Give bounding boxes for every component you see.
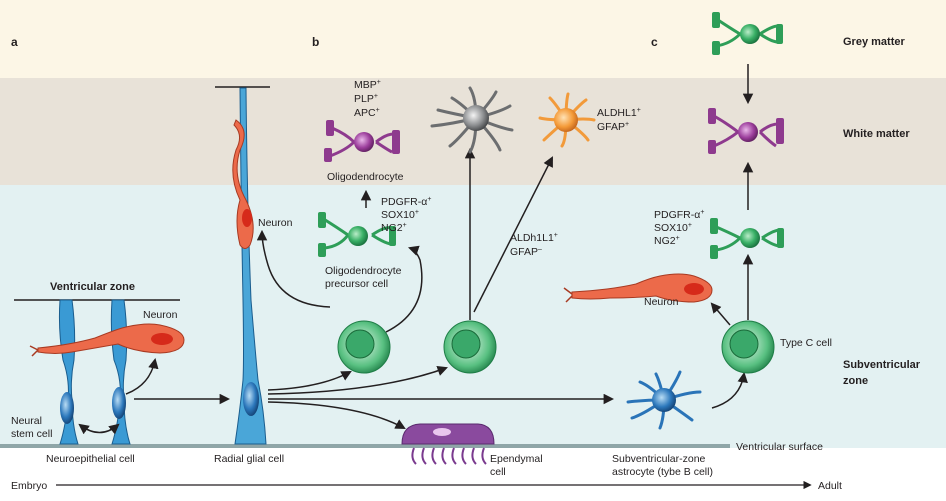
subventricular-band (0, 185, 946, 448)
svz-astro-label-1: Subventricular-zone (612, 453, 706, 465)
marker-gfap-pos: GFAP+ (597, 121, 629, 133)
radial-glial-cell (234, 87, 267, 445)
arrow-progenitor-to-opc (385, 245, 423, 333)
neuron-panel-c (563, 273, 713, 303)
svz-label-1: Subventricular (843, 359, 921, 371)
panel-b-label: b (312, 35, 319, 49)
ependymal-label-2: cell (490, 466, 506, 478)
marker-aldhl1: ALDHL1+ (597, 107, 641, 119)
arrow-radial-to-neuron (256, 229, 331, 308)
arrow-radial-to-progenitor-2 (267, 365, 448, 395)
arrow-radial-to-progenitor-1 (267, 371, 352, 391)
neural-stem-label-2: stem cell (11, 428, 52, 440)
marker-ng2-b: NG2+ (381, 222, 407, 234)
marker-plp: PLP+ (354, 93, 378, 105)
radial-glial-label: Radial glial cell (214, 453, 284, 465)
orange-astrocyte (538, 92, 596, 148)
marker-pdgfr-b: PDGFR-α+ (381, 196, 431, 208)
progenitor-cell-astro (443, 320, 497, 374)
migrating-neuron (232, 119, 254, 249)
opc-label-2: precursor cell (325, 278, 388, 290)
ependymal-label-1: Ependymal (490, 453, 543, 465)
neural-stem-label-1: Neural (11, 415, 42, 427)
svz-astrocyte (626, 370, 702, 430)
type-c-label: Type C cell (780, 337, 832, 349)
opc-cell-grey (712, 12, 783, 55)
oligodendrocyte-label: Oligodendrocyte (327, 171, 404, 183)
type-c-cell (721, 320, 775, 374)
arrow-radial-to-ependymal (267, 401, 406, 430)
arrow-svz-to-typec (711, 371, 748, 409)
neuron-label-c: Neuron (644, 296, 679, 308)
marker-aldh1l1: ALDh1L1+ (510, 232, 558, 244)
ependymal-cell (401, 423, 495, 465)
progenitor-cell-opc (337, 320, 391, 374)
opc-label-1: Oligodendrocyte (325, 265, 402, 277)
marker-ng2-c: NG2+ (654, 235, 680, 247)
svz-label-2: zone (843, 375, 868, 387)
marker-mbp: MBP+ (354, 79, 381, 91)
panel-a-label: a (11, 35, 18, 49)
oligodendrocyte-b (324, 120, 400, 162)
grey-matter-label: Grey matter (843, 36, 905, 48)
ventricular-zone-label: Ventricular zone (50, 281, 135, 293)
neuroepithelial-cell-left (58, 299, 79, 445)
ventricular-surface-label: Ventricular surface (736, 441, 823, 453)
arrow-progenitor-to-orange-astro (473, 156, 553, 313)
opc-cell-c (710, 218, 784, 259)
arrow-stem-selfrenew (78, 423, 120, 435)
svz-astro-label-2: astrocyte (tybe B cell) (612, 466, 713, 478)
arrow-typec-to-neuron (710, 302, 731, 326)
oligodendrocyte-c (708, 108, 784, 154)
marker-gfap-neg: GFAP– (510, 246, 542, 258)
marker-apc: APC+ (354, 107, 380, 119)
timeline-end: Adult (818, 480, 842, 492)
white-matter-label: White matter (843, 128, 910, 140)
marker-sox10-b: SOX10+ (381, 209, 419, 221)
arrow-to-neuron-a (125, 357, 159, 395)
grey-matter-band (0, 0, 946, 78)
ventricular-surface-line (0, 444, 730, 448)
neuron-panel-a (29, 323, 185, 357)
grey-astrocyte (430, 86, 514, 154)
timeline-start: Embryo (11, 480, 47, 492)
marker-sox10-c: SOX10+ (654, 222, 692, 234)
neuron-label-b: Neuron (258, 217, 293, 229)
panel-c-label: c (651, 35, 658, 49)
marker-pdgfr-c: PDGFR-α+ (654, 209, 704, 221)
neuron-label-a: Neuron (143, 309, 178, 321)
neuroepithelial-label: Neuroepithelial cell (46, 453, 135, 465)
opc-cell-b (318, 212, 396, 257)
